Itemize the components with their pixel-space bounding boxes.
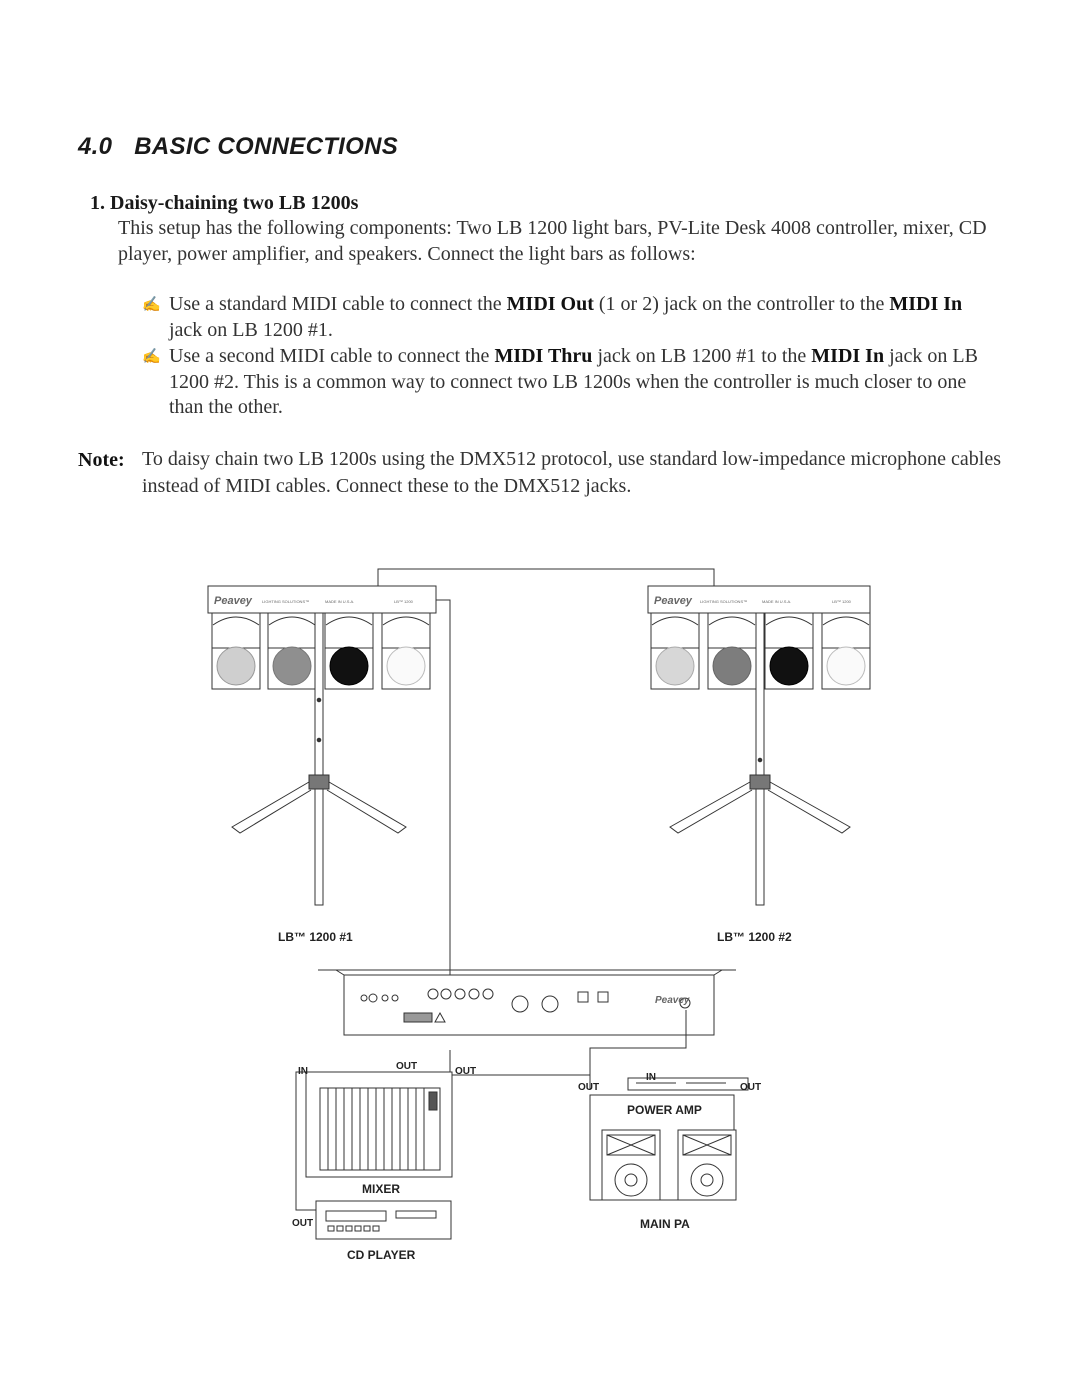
lightbar-1-nameplate: Peavey LIGHTING SOLUTIONS™ MADE IN U.S.A… [214, 595, 414, 607]
section-title: BASIC CONNECTIONS [134, 133, 399, 160]
bullet-text: Use a standard MIDI cable to connect the… [169, 293, 963, 341]
made-in-label: MADE IN U.S.A. [325, 599, 354, 604]
lightbar-1-lamps [211, 613, 431, 690]
amp-out-left-label: OUT [578, 1082, 599, 1093]
lightbar-2-label: LB™ 1200 #2 [717, 930, 792, 944]
bold-term: MIDI Out [506, 293, 594, 315]
item-title: Daisy-chaining two LB 1200s [110, 192, 359, 214]
item-heading: 1. Daisy-chaining two LB 1200s [90, 192, 358, 215]
writing-hand-icon: ✍ [142, 349, 161, 365]
mixer-out-to-amp-label: OUT [455, 1066, 476, 1077]
bullet-text: Use a second MIDI cable to connect the M… [169, 345, 978, 418]
made-in-label: MADE IN U.S.A. [762, 599, 791, 604]
amp-in-label: IN [646, 1072, 656, 1083]
mixer-out-label: OUT [396, 1061, 417, 1072]
mixer [305, 1071, 453, 1178]
item-number: 1. [90, 192, 105, 214]
lightbar-2-lamps [650, 613, 871, 690]
lightbar-1-stand [231, 612, 407, 906]
section-number: 4.0 [78, 133, 113, 160]
controller-brand-logo: Peavey [655, 995, 690, 1006]
main-pa [601, 1129, 737, 1201]
mixer-in-label: IN [298, 1066, 308, 1077]
note-text: To daisy chain two LB 1200s using the DM… [142, 448, 1001, 497]
mixer-label: MIXER [362, 1182, 400, 1196]
brand-tagline: LIGHTING SOLUTIONS™ [700, 599, 747, 604]
lightbar-1 [207, 585, 437, 906]
brand-tagline: LIGHTING SOLUTIONS™ [262, 599, 309, 604]
bold-term: MIDI Thru [494, 345, 593, 367]
bold-term: MIDI In [889, 293, 963, 315]
power-amp-label: POWER AMP [627, 1103, 702, 1117]
cd-player [315, 1200, 452, 1240]
brand-logo: Peavey [654, 595, 693, 607]
controller-rear-panel [318, 969, 736, 1090]
writing-hand-icon: ✍ [142, 297, 161, 313]
amp-out-right-label: OUT [740, 1082, 761, 1093]
intro-paragraph: This setup has the following components:… [118, 217, 987, 265]
section-heading: 4.0 BASIC CONNECTIONS [78, 133, 398, 161]
model-tag: LB™ 1200 [394, 599, 414, 604]
lightbar-2 [647, 585, 871, 906]
lightbar-1-label: LB™ 1200 #1 [278, 930, 353, 944]
cd-out-label: OUT [292, 1218, 313, 1229]
midi-cable-thru [377, 568, 715, 590]
cd-player-label: CD PLAYER [347, 1248, 416, 1262]
midi-cable-out [436, 599, 463, 991]
brand-logo: Peavey [214, 595, 253, 607]
lightbar-2-nameplate: Peavey LIGHTING SOLUTIONS™ MADE IN U.S.A… [654, 595, 852, 607]
model-tag: LB™ 1200 [832, 599, 852, 604]
main-pa-label: MAIN PA [640, 1217, 690, 1231]
note-label: Note: [78, 449, 125, 471]
lightbar-2-stand [669, 612, 851, 906]
bold-term: MIDI In [811, 345, 885, 367]
